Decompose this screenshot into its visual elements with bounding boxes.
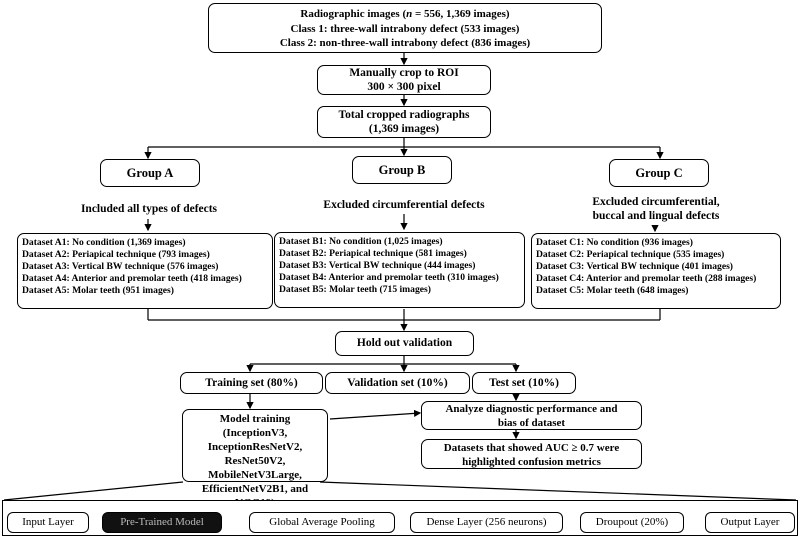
crop-roi-box: Manually crop to ROI 300 × 300 pixel <box>317 65 491 95</box>
dataset-a4: Dataset A4: Anterior and premolar teeth … <box>22 273 242 284</box>
auc-note-box: Datasets that showed AUC ≥ 0.7 were high… <box>421 439 642 469</box>
holdout-validation-box: Hold out validation <box>335 331 474 356</box>
dataset-b1: Dataset B1: No condition (1,025 images) <box>279 236 443 247</box>
dataset-a5: Dataset A5: Molar teeth (951 images) <box>22 285 174 296</box>
analyze-performance-box: Analyze diagnostic performance and bias … <box>421 401 642 430</box>
dataset-a1: Dataset A1: No condition (1,369 images) <box>22 237 186 248</box>
group-b-criterion: Excluded circumferential defects <box>323 199 485 211</box>
pipeline-dropout: Droupout (20%) <box>580 512 684 533</box>
pipeline-input-layer: Input Layer <box>7 512 89 533</box>
model-training-box: Model training (InceptionV3, InceptionRe… <box>182 409 328 509</box>
group-c-box: Group C <box>609 159 709 187</box>
source-images-box: Radiographic images (n = 556, 1,369 imag… <box>208 3 602 53</box>
dataset-b5: Dataset B5: Molar teeth (715 images) <box>279 284 431 295</box>
group-c-criterion: Excluded circumferential, buccal and lin… <box>592 196 720 222</box>
test-set-box: Test set (10%) <box>472 372 576 394</box>
dataset-c4: Dataset C4: Anterior and premolar teeth … <box>536 273 757 284</box>
dataset-b3: Dataset B3: Vertical BW technique (444 i… <box>279 260 476 271</box>
class-2-label: Class 2: non-three-wall intrabony defect… <box>279 37 531 49</box>
dataset-c1: Dataset C1: No condition (936 images) <box>536 237 693 248</box>
dataset-c5: Dataset C5: Molar teeth (648 images) <box>536 285 689 296</box>
training-set-box: Training set (80%) <box>180 372 323 394</box>
pipeline-global-average-pooling: Global Average Pooling <box>249 512 395 533</box>
dataset-c2: Dataset C2: Periapical technique (535 im… <box>536 249 725 260</box>
pipeline-output-layer: Output Layer <box>705 512 795 533</box>
dataset-b4: Dataset B4: Anterior and premolar teeth … <box>279 272 499 283</box>
pipeline-pretrained-model: Pre-Trained Model <box>102 512 222 533</box>
dataset-b2: Dataset B2: Periapical technique (581 im… <box>279 248 467 259</box>
zoom-line-right <box>319 481 797 501</box>
arrow-model-to-analyze <box>329 409 422 420</box>
group-b-box: Group B <box>352 156 452 184</box>
group-a-box: Group A <box>100 159 200 187</box>
group-a-criterion: Included all types of defects <box>80 203 218 215</box>
total-cropped-box: Total cropped radiographs (1,369 images) <box>317 106 491 138</box>
group-c-datasets: Dataset C1: No condition (936 images) Da… <box>531 233 781 309</box>
class-1-label: Class 1: three-wall intrabony defect (53… <box>290 22 520 35</box>
dataset-a2: Dataset A2: Periapical technique (793 im… <box>22 249 210 260</box>
validation-set-box: Validation set (10%) <box>325 372 470 394</box>
group-a-datasets: Dataset A1: No condition (1,369 images) … <box>17 233 273 309</box>
zoom-line-left <box>3 481 184 501</box>
pipeline-dense-layer: Dense Layer (256 neurons) <box>410 512 563 533</box>
group-b-datasets: Dataset B1: No condition (1,025 images) … <box>274 232 525 308</box>
dataset-a3: Dataset A3: Vertical BW technique (576 i… <box>22 261 219 272</box>
dataset-c3: Dataset C3: Vertical BW technique (401 i… <box>536 261 734 272</box>
